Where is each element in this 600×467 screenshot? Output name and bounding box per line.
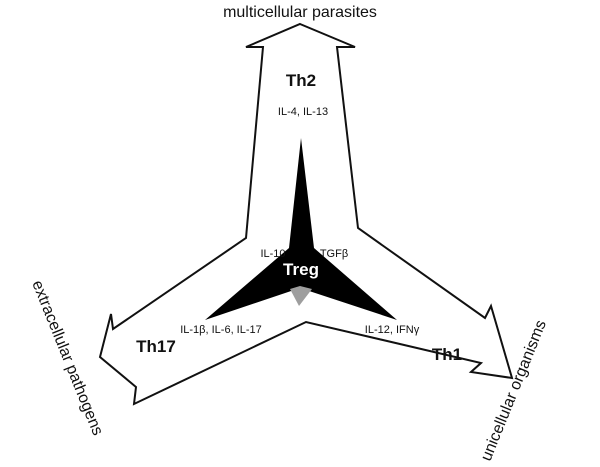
cytokines-th17: IL-1β, IL-6, IL-17: [180, 324, 262, 336]
label-extracellular-pathogens: extracellular pathogens: [28, 278, 106, 438]
cytokines-treg-tgfb: TGFβ: [320, 248, 348, 260]
label-th17: Th17: [136, 337, 176, 356]
label-th1: Th1: [432, 345, 462, 364]
cytokines-th1: IL-12, IFNγ: [365, 324, 420, 336]
cytokines-treg-il10: IL-10: [260, 248, 285, 260]
label-treg: Treg: [283, 260, 319, 279]
treg-star-center: [290, 286, 312, 306]
cytokines-th2: IL-4, IL-13: [278, 106, 328, 118]
label-th2: Th2: [286, 71, 316, 90]
treg-star: [205, 138, 397, 320]
label-multicellular-parasites: multicellular parasites: [223, 4, 377, 21]
